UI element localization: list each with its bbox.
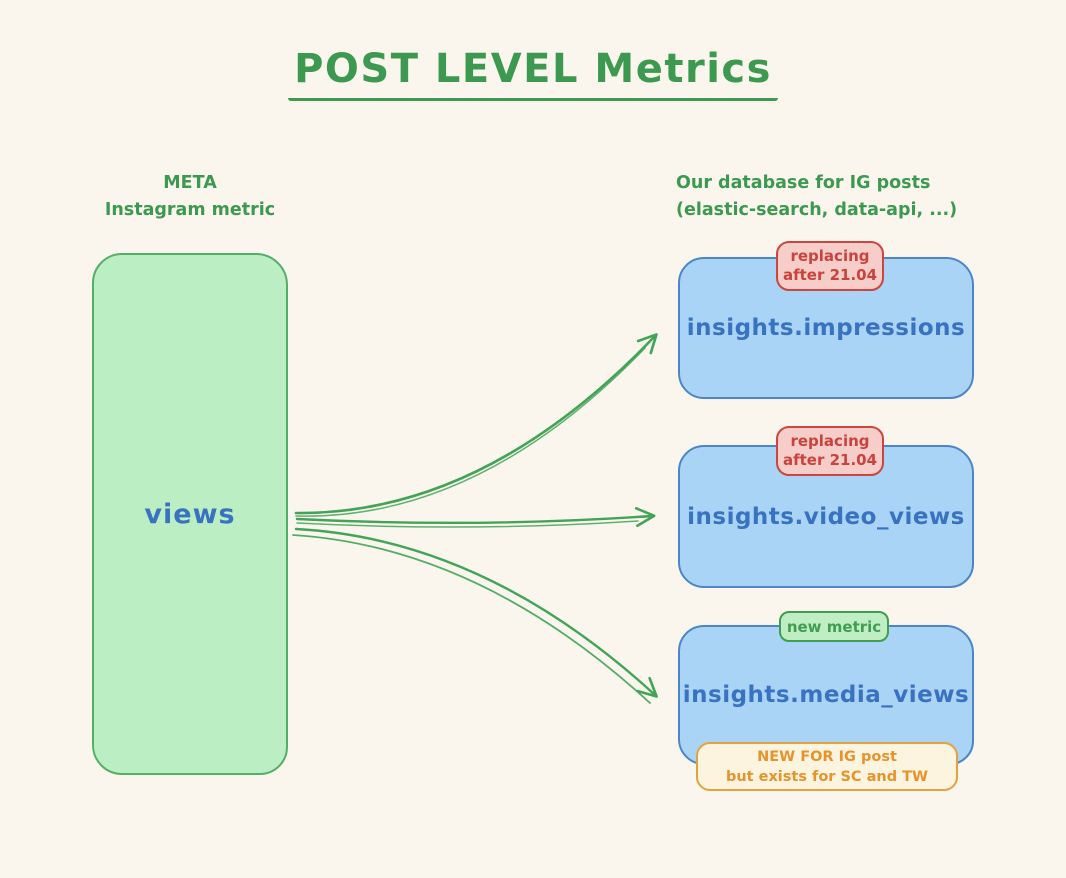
database-heading: Our database for IG posts (elastic-searc… xyxy=(676,170,1006,224)
replacing-badge-line2: after 21.04 xyxy=(782,451,878,469)
replacing-badge-video-views: replacing after 21.04 xyxy=(776,426,884,476)
new-for-ig-note-line1: NEW FOR IG post xyxy=(757,748,897,765)
replacing-badge-impressions: replacing after 21.04 xyxy=(776,241,884,291)
arrow-views-to-video-views xyxy=(295,507,656,528)
views-node-label: views xyxy=(144,498,236,530)
impressions-node-label: insights.impressions xyxy=(686,315,966,341)
new-metric-badge-label: new metric xyxy=(786,617,882,636)
title-wrap: POST LEVEL Metrics xyxy=(0,46,1066,101)
meta-heading: META Instagram metric xyxy=(60,170,320,224)
database-heading-line2: (elastic-search, data-api, ...) xyxy=(676,200,958,220)
replacing-badge-line1: replacing xyxy=(790,247,870,265)
arrow-views-to-impressions xyxy=(294,333,658,517)
replacing-badge-line1: replacing xyxy=(790,432,870,450)
meta-heading-line2: Instagram metric xyxy=(104,200,276,220)
diagram-title: POST LEVEL Metrics xyxy=(288,46,778,101)
video-views-node-label: insights.video_views xyxy=(687,503,965,530)
views-node: views xyxy=(92,253,288,775)
new-for-ig-note-line2: but exists for SC and TW xyxy=(725,768,929,785)
database-heading-line1: Our database for IG posts xyxy=(676,173,931,193)
replacing-badge-line2: after 21.04 xyxy=(782,266,878,284)
arrow-views-to-media-views xyxy=(292,527,658,704)
media-views-node-label: insights.media_views xyxy=(682,682,970,708)
meta-heading-line1: META xyxy=(163,173,217,193)
impressions-node: insights.impressions xyxy=(678,257,974,399)
new-metric-badge: new metric xyxy=(779,611,889,642)
new-for-ig-note: NEW FOR IG post but exists for SC and TW xyxy=(696,742,958,791)
